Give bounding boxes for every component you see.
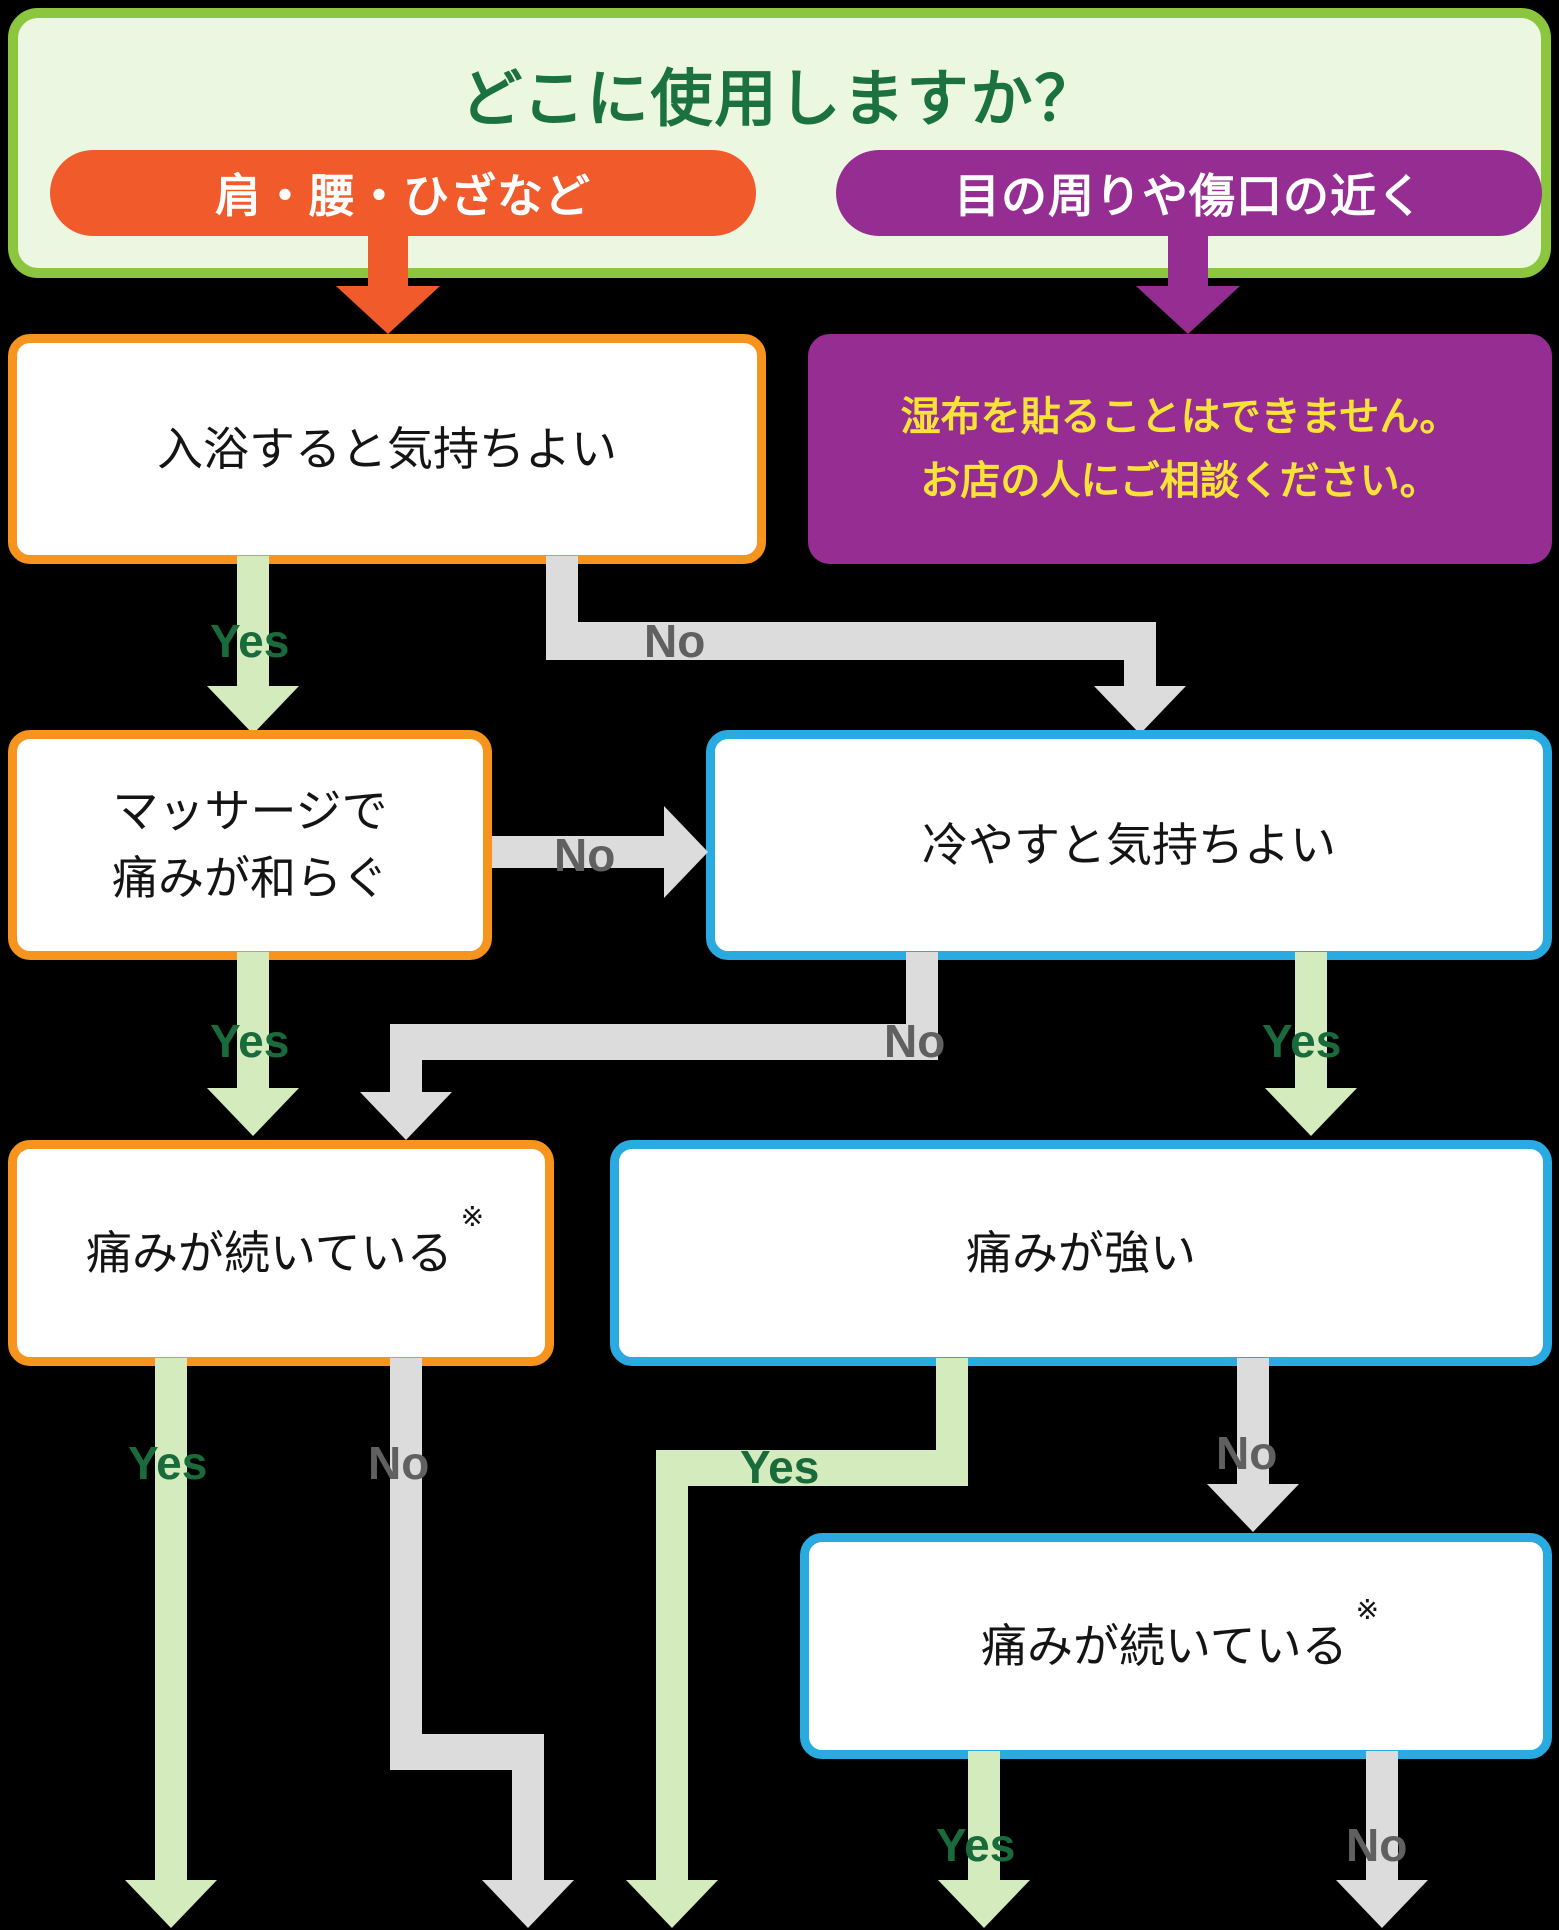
edge-cooling-no-label: No — [884, 1015, 946, 1067]
node-pain-continues-bottom-main: 痛みが続いている — [980, 1619, 1348, 1672]
edge-pain-left-no-stem2 — [512, 1770, 544, 1880]
node-pain-continues-left: 痛みが続いている※ — [8, 1140, 554, 1366]
branch-option-eyes-wounds-label: 目の周りや傷口の近く — [954, 170, 1424, 222]
node-cooling-feels-good: 冷やすと気持ちよい — [706, 730, 1552, 960]
node-pain-strong-text: 痛みが強い — [966, 1226, 1196, 1279]
question-header-panel: どこに使用しますか？ 肩・腰・ひざなど 目の周りや傷口の近く — [8, 8, 1551, 278]
edge-pain-strong-yes-bar — [656, 1450, 968, 1486]
edge-bath-yes-stem — [237, 556, 269, 686]
node-pain-continues-bottom: 痛みが続いている※ — [800, 1533, 1552, 1759]
edge-pain-left-no-stem1 — [390, 1358, 422, 1770]
node-massage-relieves-text: マッサージで 痛みが和らぐ — [112, 778, 388, 911]
edge-massage-yes-label: Yes — [210, 1015, 290, 1067]
edge-pain-strong-no-label: No — [1216, 1427, 1278, 1479]
node-cannot-apply: 湿布を貼ることはできません。 お店の人にご相談ください。 — [808, 334, 1552, 564]
node-massage-line2: 痛みが和らぐ — [112, 852, 388, 904]
edge-massage-yes-stem — [237, 952, 269, 1088]
edge-pain-strong-yes-head — [626, 1880, 718, 1928]
edge-pain-bottom-yes-label: Yes — [936, 1819, 1016, 1871]
edge-pain-left-yes-label: Yes — [128, 1437, 208, 1489]
edge-cooling-yes-label: Yes — [1262, 1015, 1342, 1067]
node-bath-feels-good-text: 入浴すると気持ちよい — [157, 422, 617, 475]
node-cannot-apply-line1: 湿布を貼ることはできません。 — [900, 395, 1460, 439]
edge-massage-yes-head — [207, 1088, 299, 1136]
node-massage-line1: マッサージで — [112, 785, 388, 838]
edge-pain-bottom-no-head — [1336, 1880, 1428, 1928]
arrow-body-parts-stem — [368, 218, 408, 286]
edge-pain-left-no-label: No — [368, 1437, 430, 1489]
edge-pain-strong-no-stem — [1237, 1358, 1269, 1484]
page-title: どこに使用しますか？ — [460, 65, 1099, 134]
note-mark-icon-2: ※ — [1355, 1594, 1380, 1626]
edge-bath-no-bar — [546, 622, 1156, 660]
edge-pain-bottom-yes-stem — [968, 1751, 1000, 1880]
edge-pain-bottom-no-label: No — [1346, 1819, 1408, 1871]
edge-cooling-yes-stem — [1295, 952, 1327, 1088]
edge-pain-left-no-bar — [390, 1734, 544, 1770]
edge-pain-strong-yes-label: Yes — [740, 1441, 820, 1493]
node-pain-strong: 痛みが強い — [610, 1140, 1552, 1366]
edge-bath-no-head — [1094, 686, 1186, 734]
node-bath-feels-good: 入浴すると気持ちよい — [8, 334, 766, 564]
edge-bath-no-label: No — [644, 615, 706, 667]
edge-pain-left-no-head — [482, 1880, 574, 1928]
edge-cooling-no-stem1 — [906, 952, 938, 1024]
edge-pain-bottom-no-stem — [1366, 1751, 1398, 1880]
edge-pain-left-yes-head — [125, 1880, 217, 1928]
arrow-eyes-wounds-stem — [1168, 218, 1208, 286]
branch-option-body-parts-label: 肩・腰・ひざなど — [215, 170, 591, 222]
arrow-body-parts-head — [336, 286, 440, 334]
edge-bath-yes-label: Yes — [210, 615, 290, 667]
edge-bath-yes-head — [207, 686, 299, 734]
edge-massage-no-label: No — [554, 829, 616, 881]
node-pain-continues-left-text: 痛みが続いている※ — [85, 1201, 484, 1287]
edge-pain-left-yes-stem — [155, 1358, 187, 1880]
edge-cooling-no-head — [360, 1092, 452, 1140]
node-pain-continues-bottom-text: 痛みが続いている※ — [980, 1594, 1379, 1680]
arrow-eyes-wounds-head — [1136, 286, 1240, 334]
edge-pain-strong-yes-stem2 — [656, 1486, 688, 1880]
edge-massage-no-stem — [492, 836, 668, 868]
node-cooling-feels-good-text: 冷やすと気持ちよい — [922, 818, 1336, 871]
edge-massage-no-head — [664, 806, 708, 898]
edge-cooling-no-stem2 — [390, 1060, 422, 1096]
edge-pain-bottom-yes-head — [938, 1880, 1030, 1928]
note-mark-icon: ※ — [460, 1201, 485, 1233]
node-cannot-apply-line2: お店の人にご相談ください。 — [920, 459, 1440, 503]
node-massage-relieves: マッサージで 痛みが和らぐ — [8, 730, 492, 960]
edge-cooling-yes-head — [1265, 1088, 1357, 1136]
edge-cooling-no-bar — [390, 1024, 938, 1060]
node-pain-continues-left-main: 痛みが続いている — [85, 1226, 453, 1279]
edge-pain-strong-no-head — [1207, 1484, 1299, 1532]
